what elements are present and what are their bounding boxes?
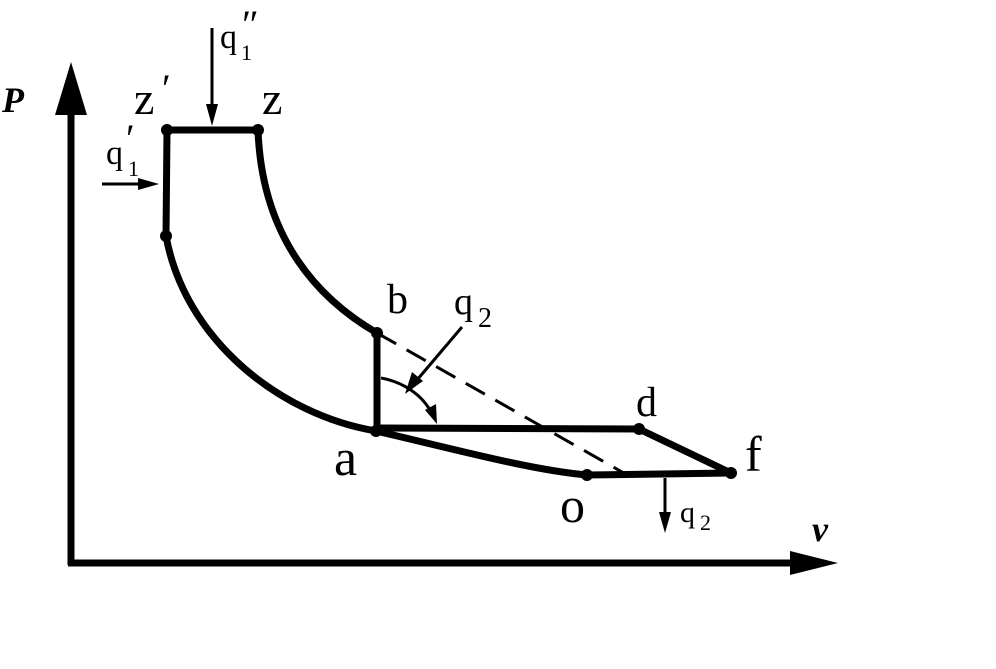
point-f [725,467,737,479]
q1-prime-arrowhead [138,178,159,190]
label-z-prime-mark: ′ [162,66,171,111]
dashed-expansion-line [376,331,623,474]
line-o-f [583,469,735,479]
label-z-prime: z [134,73,154,124]
label-q1-prime-sub: 1 [128,156,139,181]
line-a-d [372,424,643,433]
line-d-f [635,425,735,477]
cycle [162,126,735,479]
label-a: a [334,430,357,487]
point-d [633,423,645,435]
q2-down-arrowhead [659,512,671,533]
q2-arc-arrowhead [425,404,437,424]
label-f: f [745,426,762,482]
x-axis-arrowhead [790,551,838,575]
point-z-prime [161,124,173,136]
label-o: o [560,477,585,533]
point-o [581,469,593,481]
y-axis-label: P [1,80,25,120]
q2-diagonal-arrow-shaft [415,326,464,381]
label-q1-double-prime-mark: ″ [242,2,259,47]
curve-compression-to-a [162,232,380,435]
y-axis-arrowhead [55,62,87,115]
label-q2-lower-sub: 2 [700,510,711,535]
q2-arc [380,376,434,415]
label-q1-double-prime-sub: 1 [241,40,252,65]
point-c [160,230,172,242]
state-points [160,124,737,481]
label-q1-prime: q [106,135,123,172]
q1-double-prime-arrowhead [206,104,218,126]
label-q2-upper-sub: 2 [478,303,492,334]
label-z: z [262,73,282,124]
point-z [252,124,264,136]
heat-arrows [102,28,671,533]
curve-expansion-z-b [254,126,381,337]
curve-a-o [372,427,591,479]
point-a [370,425,382,437]
line-zprime-down [162,126,171,240]
axes [55,62,838,575]
x-axis-label: v [812,509,829,549]
label-q1-double-prime: q [220,19,237,56]
label-b: b [387,277,408,323]
label-d: d [636,380,657,426]
point-b [371,327,383,339]
label-q2-upper: q [454,281,473,323]
label-q2-lower: q [680,496,695,529]
label-q1-prime-mark: ′ [126,116,135,161]
